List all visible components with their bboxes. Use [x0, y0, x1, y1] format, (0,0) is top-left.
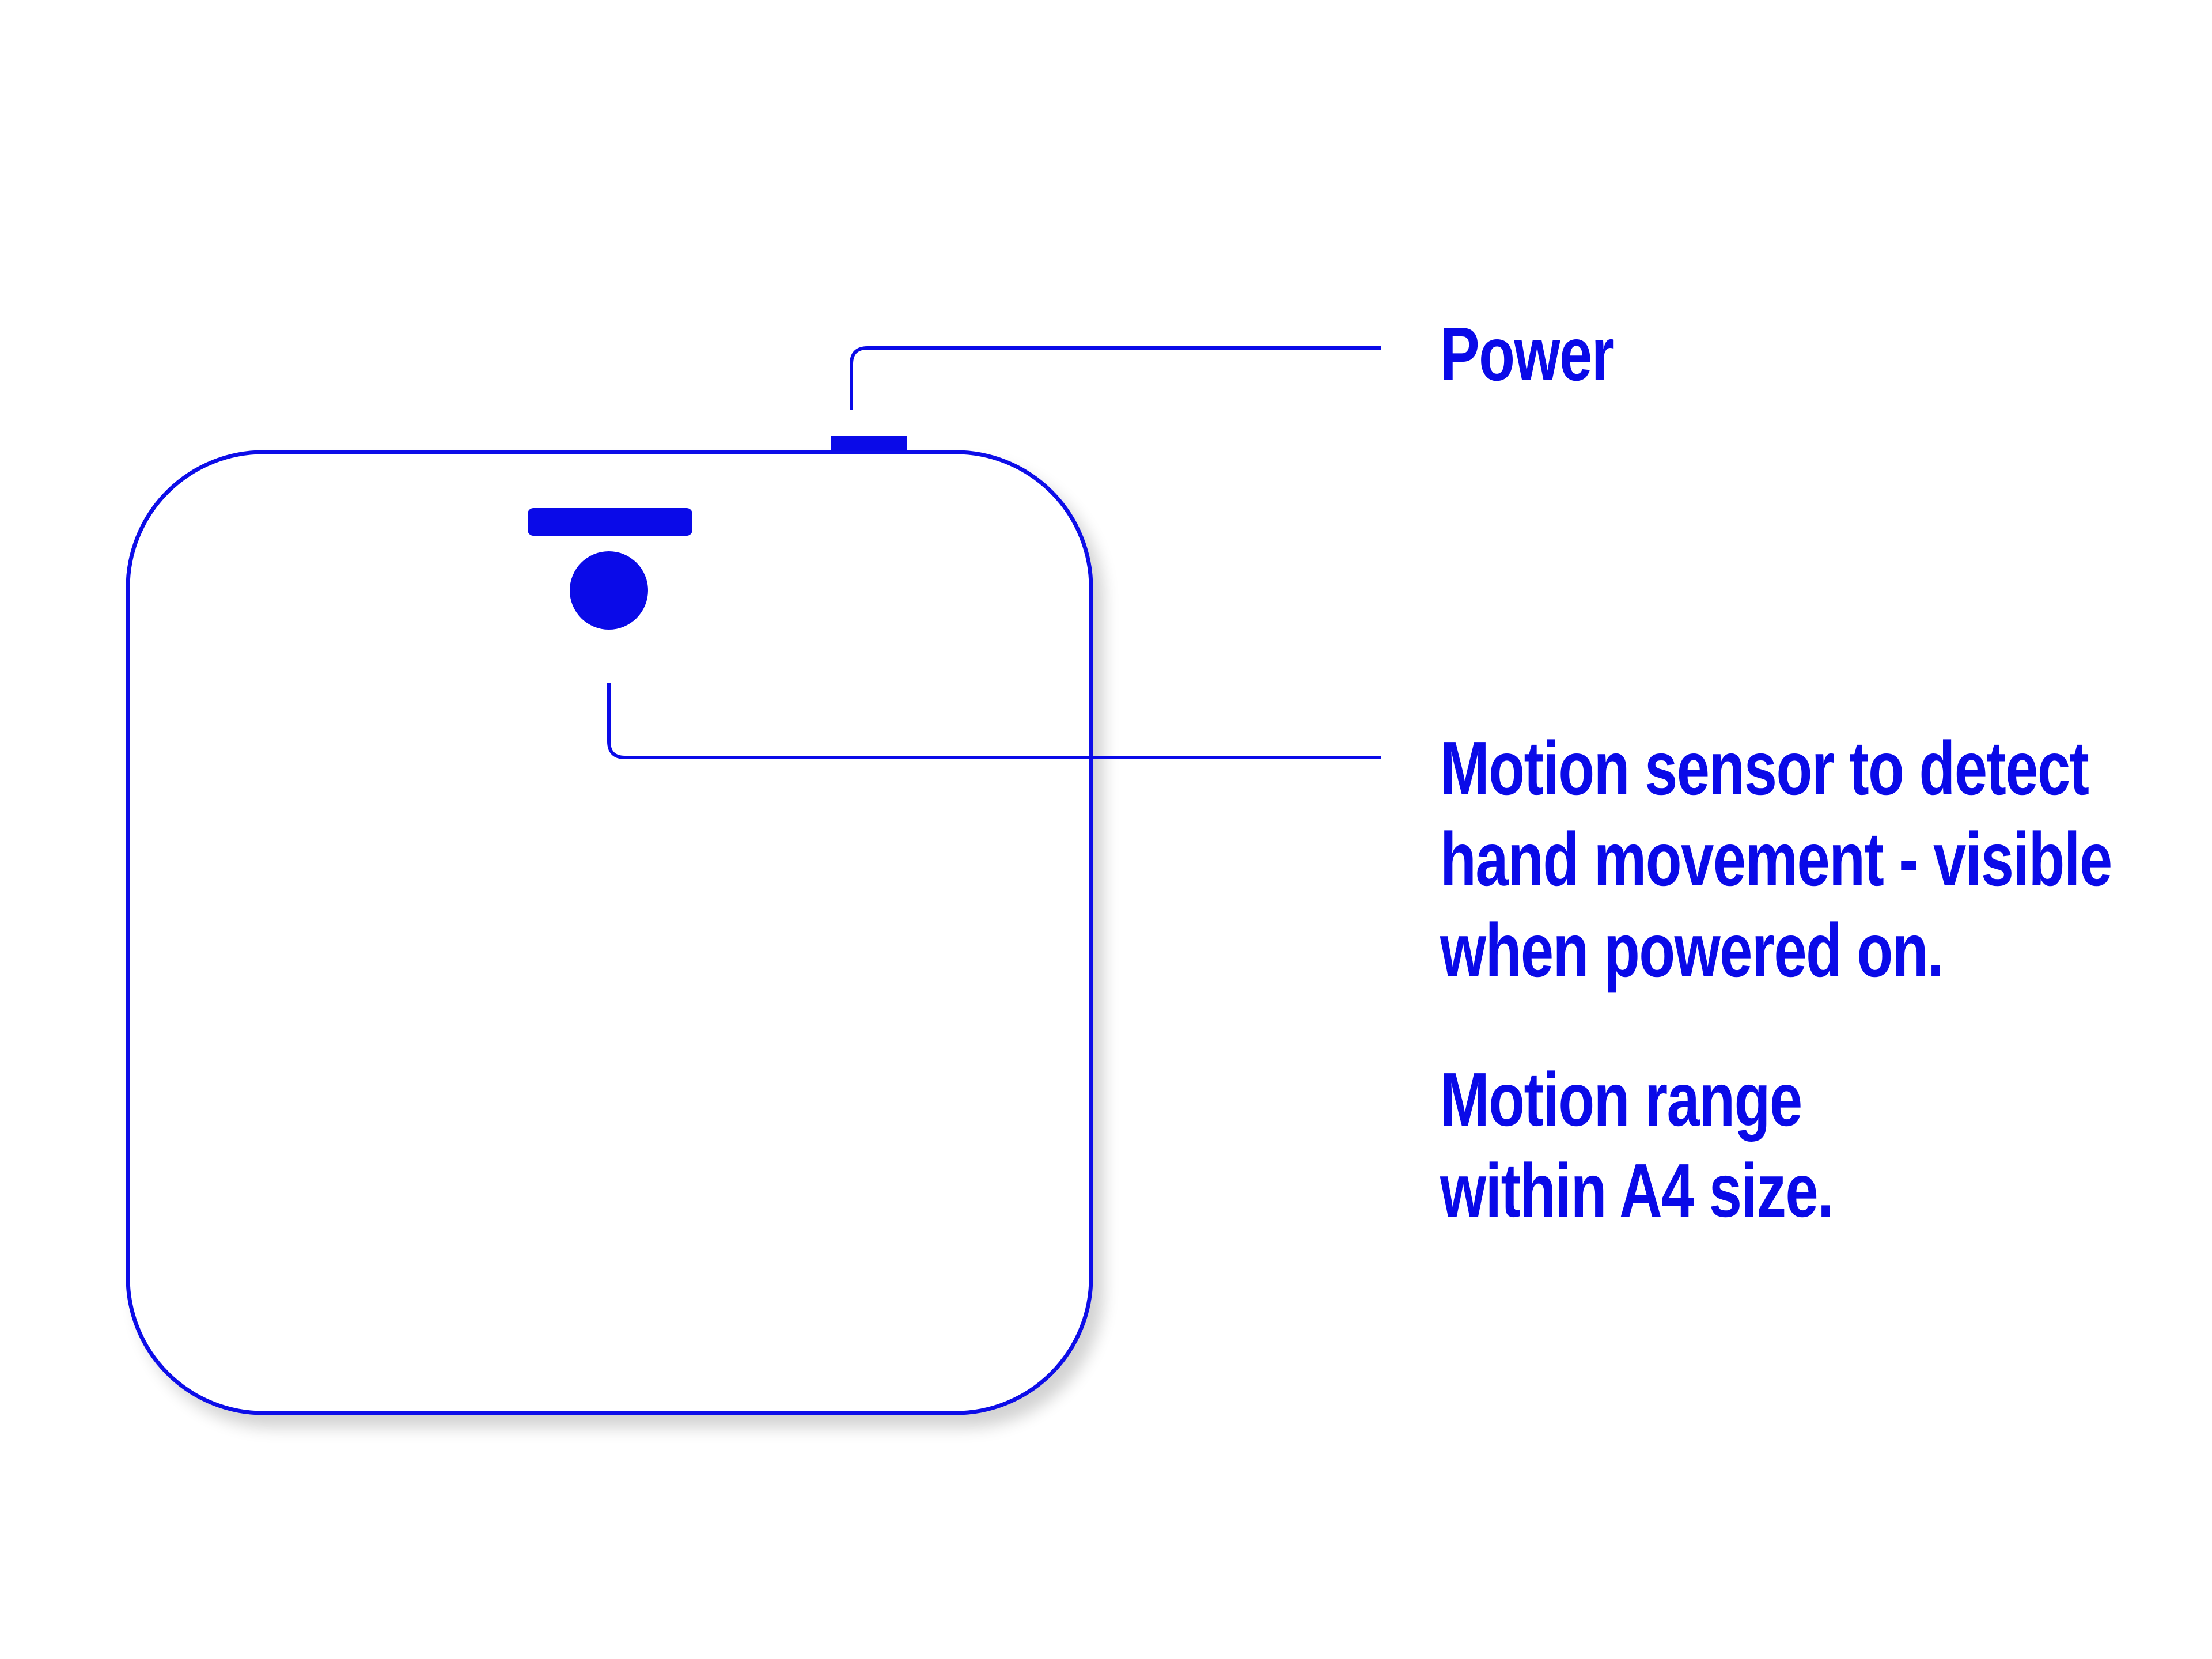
motion-range-label-line: Motion range: [1440, 1057, 1802, 1142]
device-body: [126, 450, 1093, 1415]
motion-sensor-leader-line: [607, 683, 1381, 759]
motion-sensor-label-line: hand movement - visible: [1440, 817, 2112, 902]
sensor-bar: [528, 508, 692, 536]
motion-sensor-label: Motion sensor to detect hand movement - …: [1440, 723, 2112, 996]
motion-sensor-label-line: when powered on.: [1440, 908, 1944, 993]
motion-sensor-label-line: Motion sensor to detect: [1440, 726, 2089, 810]
motion-range-label: Motion range within A4 size.: [1440, 1054, 1834, 1236]
power-label: Power: [1440, 312, 1615, 396]
power-leader-line: [850, 346, 1381, 410]
motion-sensor-dot: [570, 551, 648, 630]
power-button[interactable]: [831, 436, 907, 451]
motion-range-label-line: within A4 size.: [1440, 1148, 1834, 1233]
